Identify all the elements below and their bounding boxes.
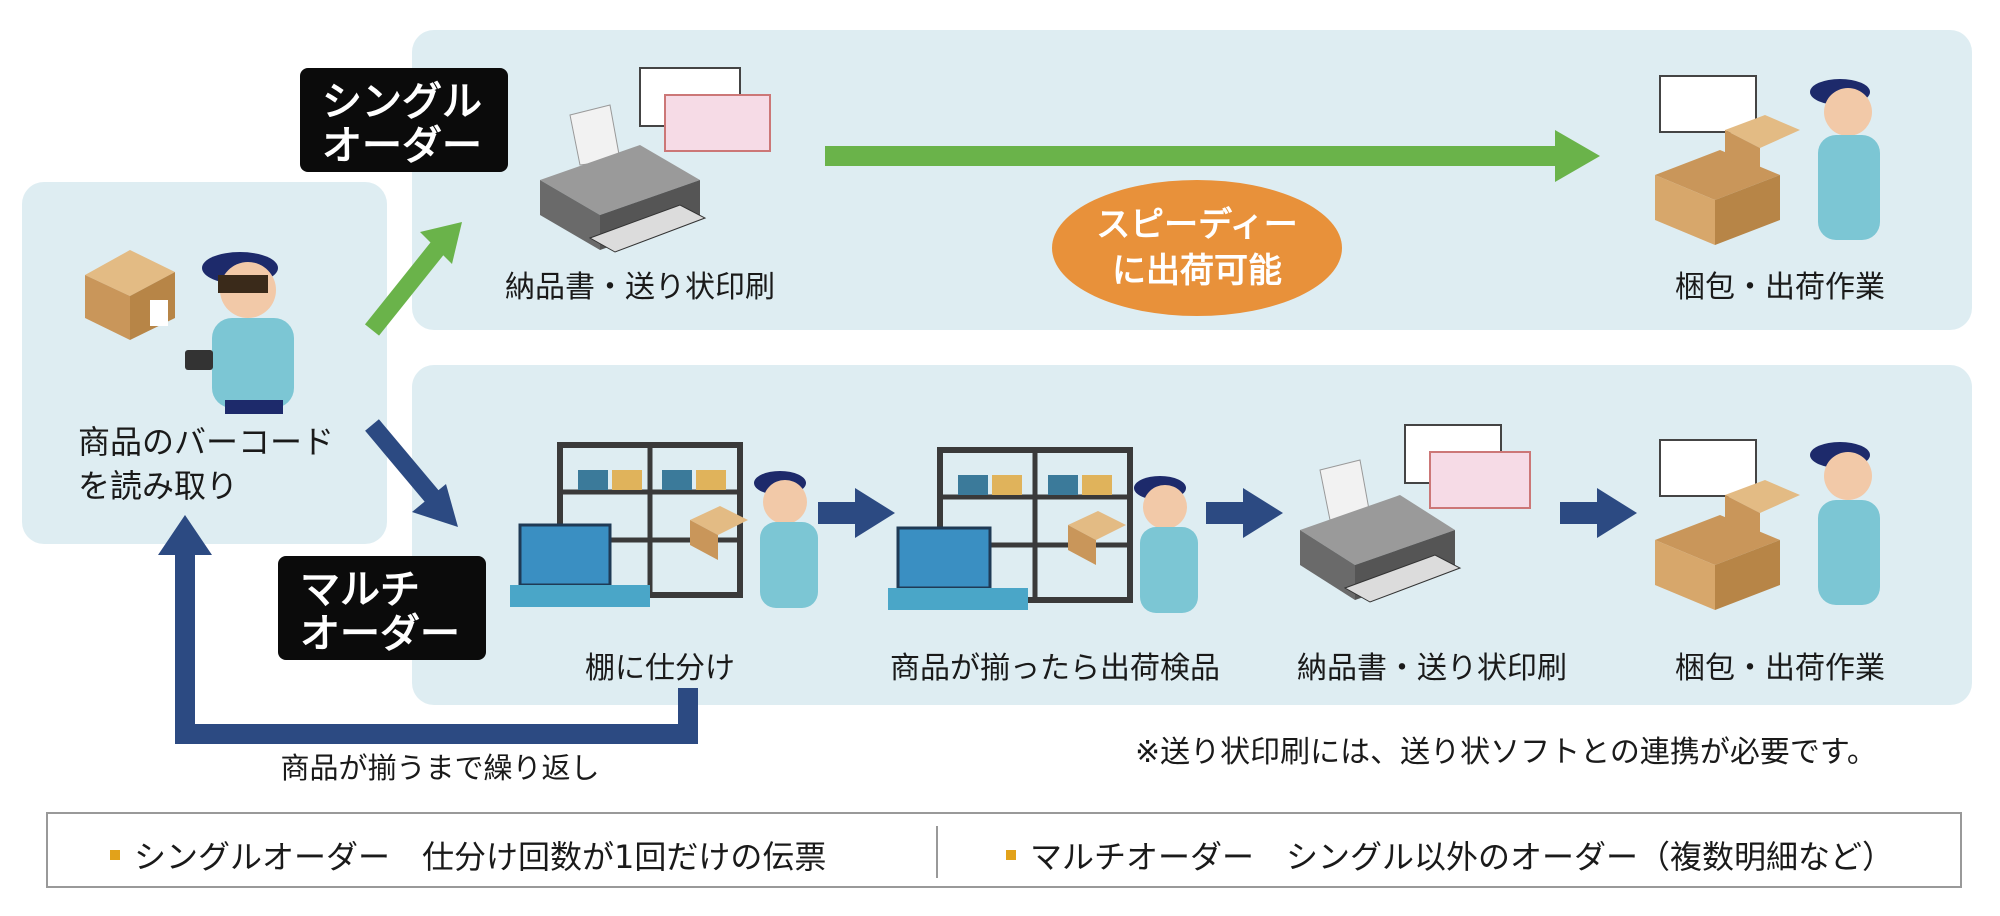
legend-multi-bullet-icon: [1006, 850, 1016, 860]
repeat-label: 商品が揃うまで繰り返し: [280, 751, 600, 785]
multi-pack-caption: 梱包・出荷作業: [1675, 651, 1885, 686]
multi-inspect-caption: 商品が揃ったら出荷検品: [890, 651, 1220, 686]
legend-single-bullet-icon: [110, 850, 120, 860]
single-order-tag: シングル オーダー: [300, 68, 508, 172]
single-print-caption: 納品書・送り状印刷: [505, 270, 775, 305]
legend-single: シングルオーダー 仕分け回数が1回だけの伝票: [110, 832, 826, 878]
navy-branch-arrow: [365, 419, 458, 527]
multi-arrow-2: [1206, 488, 1283, 538]
sorting-shelf-illustration: [510, 442, 818, 608]
green-branch-arrow: [364, 222, 462, 336]
speedy-shipping-badge: スピーディー に出荷可能: [1052, 180, 1342, 316]
legend-single-text: シングルオーダー 仕分け回数が1回だけの伝票: [134, 838, 827, 876]
printer-illustration-multi: [1300, 424, 1531, 603]
inspection-shelf-illustration: [888, 447, 1198, 613]
scan-label-line2: を読み取り: [78, 467, 239, 505]
speedy-line2: に出荷可能: [1112, 251, 1282, 291]
speedy-line1: スピーディー: [1096, 205, 1298, 245]
scan-label-line1: 商品のバーコード: [78, 423, 335, 461]
printing-note: ※送り状印刷には、送り状ソフトとの連携が必要です。: [1135, 735, 1877, 770]
multi-arrow-3: [1560, 488, 1637, 538]
multi-sort-caption: 棚に仕分け: [585, 651, 735, 686]
legend-divider: [936, 826, 938, 878]
single-flow-arrow: [825, 130, 1600, 182]
legend-box: シングルオーダー 仕分け回数が1回だけの伝票 マルチオーダー シングル以外のオー…: [46, 812, 1962, 888]
packing-worker-illustration-multi: [1655, 439, 1880, 610]
scan-label: 商品のバーコード を読み取り: [78, 420, 334, 508]
packing-worker-illustration-single: [1655, 75, 1880, 245]
multi-order-tag: マルチ オーダー: [278, 556, 486, 660]
multi-arrow-1: [818, 488, 895, 538]
repeat-loop-arrow: [158, 515, 698, 744]
single-pack-caption: 梱包・出荷作業: [1675, 270, 1885, 305]
multi-print-caption: 納品書・送り状印刷: [1297, 651, 1567, 686]
legend-multi-text: マルチオーダー シングル以外のオーダー（複数明細など）: [1030, 838, 1895, 876]
scanning-worker-illustration: [85, 250, 294, 414]
legend-multi: マルチオーダー シングル以外のオーダー（複数明細など）: [1006, 832, 1894, 878]
printer-illustration-single: [540, 67, 771, 253]
